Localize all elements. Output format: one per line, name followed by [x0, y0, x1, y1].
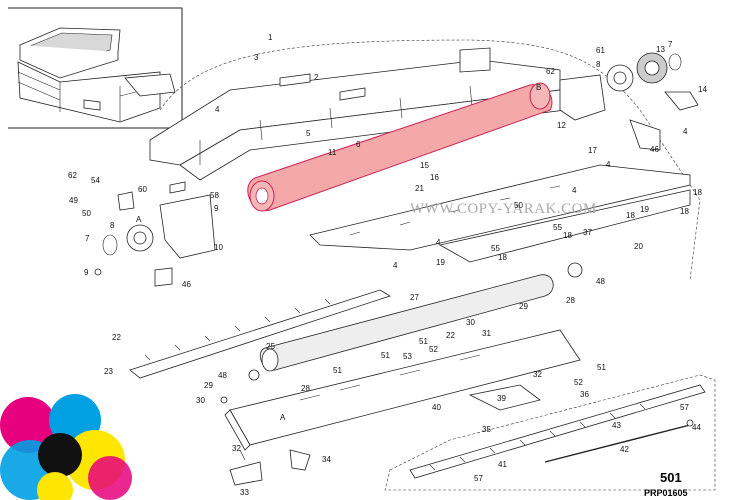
callout-29: 29 [519, 302, 528, 311]
callout-29: 29 [204, 381, 213, 390]
callout-22: 22 [112, 333, 121, 342]
callout-22: 22 [446, 331, 455, 340]
callout-33: 33 [240, 488, 249, 497]
callout-52: 52 [429, 345, 438, 354]
callout-labels: 1 2 3 4 4 4 4 4 4 5 6 7 7 8 8 9 9 10 11 … [68, 33, 707, 497]
callout-34: 34 [322, 455, 331, 464]
callout-18: 18 [626, 211, 635, 220]
callout-48: 48 [596, 277, 605, 286]
right-gear-group [559, 52, 699, 151]
callout-46: 46 [182, 280, 191, 289]
callout-32: 32 [232, 444, 241, 453]
callout-31: 31 [482, 329, 491, 338]
callout-ref-a: A [280, 413, 286, 422]
callout-27: 27 [410, 293, 419, 302]
callout-7: 7 [668, 40, 673, 49]
callout-4: 4 [606, 160, 611, 169]
callout-37: 37 [583, 228, 592, 237]
callout-18: 18 [680, 207, 689, 216]
middle-plate [309, 164, 691, 278]
callout-13: 13 [656, 45, 665, 54]
callout-5: 5 [306, 129, 311, 138]
callout-1: 1 [268, 33, 273, 42]
callout-15: 15 [420, 161, 429, 170]
callout-48: 48 [218, 371, 227, 380]
callout-14: 14 [698, 85, 707, 94]
group-code: 501 [660, 470, 682, 485]
callout-35: 35 [482, 425, 491, 434]
callout-4: 4 [572, 186, 577, 195]
callout-12: 12 [557, 121, 566, 130]
callout-54: 54 [91, 176, 100, 185]
callout-40: 40 [432, 403, 441, 412]
cmyk-logo [0, 394, 132, 500]
callout-61: 61 [596, 46, 605, 55]
callout-16: 16 [430, 173, 439, 182]
callout-50: 50 [514, 201, 523, 210]
callout-2: 2 [314, 73, 319, 82]
callout-51: 51 [381, 351, 390, 360]
callout-ref-a: A [136, 215, 142, 224]
callout-4: 4 [393, 261, 398, 270]
callout-20: 20 [634, 242, 643, 251]
callout-25: 25 [266, 342, 275, 351]
machine-inset [8, 7, 183, 129]
callout-21: 21 [415, 184, 424, 193]
callout-62: 62 [546, 67, 555, 76]
callout-36: 36 [580, 390, 589, 399]
callout-44: 44 [692, 423, 701, 432]
callout-53: 53 [403, 352, 412, 361]
bottom-strip [409, 384, 706, 479]
callout-46: 46 [650, 145, 659, 154]
callout-8: 8 [110, 221, 115, 230]
highlighted-roller [247, 82, 553, 212]
callout-7: 7 [85, 234, 90, 243]
callout-42: 42 [620, 445, 629, 454]
callout-43: 43 [612, 421, 621, 430]
callout-58: 58 [210, 191, 219, 200]
callout-8: 8 [596, 60, 601, 69]
callout-3: 3 [254, 53, 259, 62]
callout-ref-b: B [536, 83, 541, 92]
callout-19: 19 [640, 205, 649, 214]
callout-6: 6 [356, 140, 361, 149]
callout-4: 4 [683, 127, 688, 136]
callout-30: 30 [466, 318, 475, 327]
lower-assembly [129, 274, 581, 486]
callout-57: 57 [474, 474, 483, 483]
callout-60: 60 [138, 185, 147, 194]
callout-10: 10 [214, 243, 223, 252]
callout-18: 18 [693, 188, 702, 197]
watermark: WWW.COPY-YARAK.COM [410, 201, 597, 217]
callout-17: 17 [588, 146, 597, 155]
callout-51: 51 [419, 337, 428, 346]
callout-23: 23 [104, 367, 113, 376]
callout-19: 19 [436, 258, 445, 267]
callout-55: 55 [491, 244, 500, 253]
callout-52: 52 [574, 378, 583, 387]
callout-4: 4 [436, 238, 441, 247]
callout-18: 18 [563, 231, 572, 240]
callout-9: 9 [84, 268, 89, 277]
callout-9: 9 [214, 204, 219, 213]
callout-39: 39 [497, 394, 506, 403]
callout-55: 55 [553, 223, 562, 232]
callout-49: 49 [69, 196, 78, 205]
drawing-code: PRP01605 [644, 488, 688, 498]
callout-51: 51 [597, 363, 606, 372]
callout-18: 18 [498, 253, 507, 262]
callout-41: 41 [498, 460, 507, 469]
callout-28: 28 [566, 296, 575, 305]
callout-62: 62 [68, 171, 77, 180]
callout-50: 50 [82, 209, 91, 218]
callout-51: 51 [333, 366, 342, 375]
callout-4: 4 [215, 105, 220, 114]
callout-11: 11 [328, 148, 337, 157]
callout-57: 57 [680, 403, 689, 412]
callout-28: 28 [301, 384, 310, 393]
left-side-parts [94, 181, 216, 287]
callout-32: 32 [533, 370, 542, 379]
callout-30: 30 [196, 396, 205, 405]
